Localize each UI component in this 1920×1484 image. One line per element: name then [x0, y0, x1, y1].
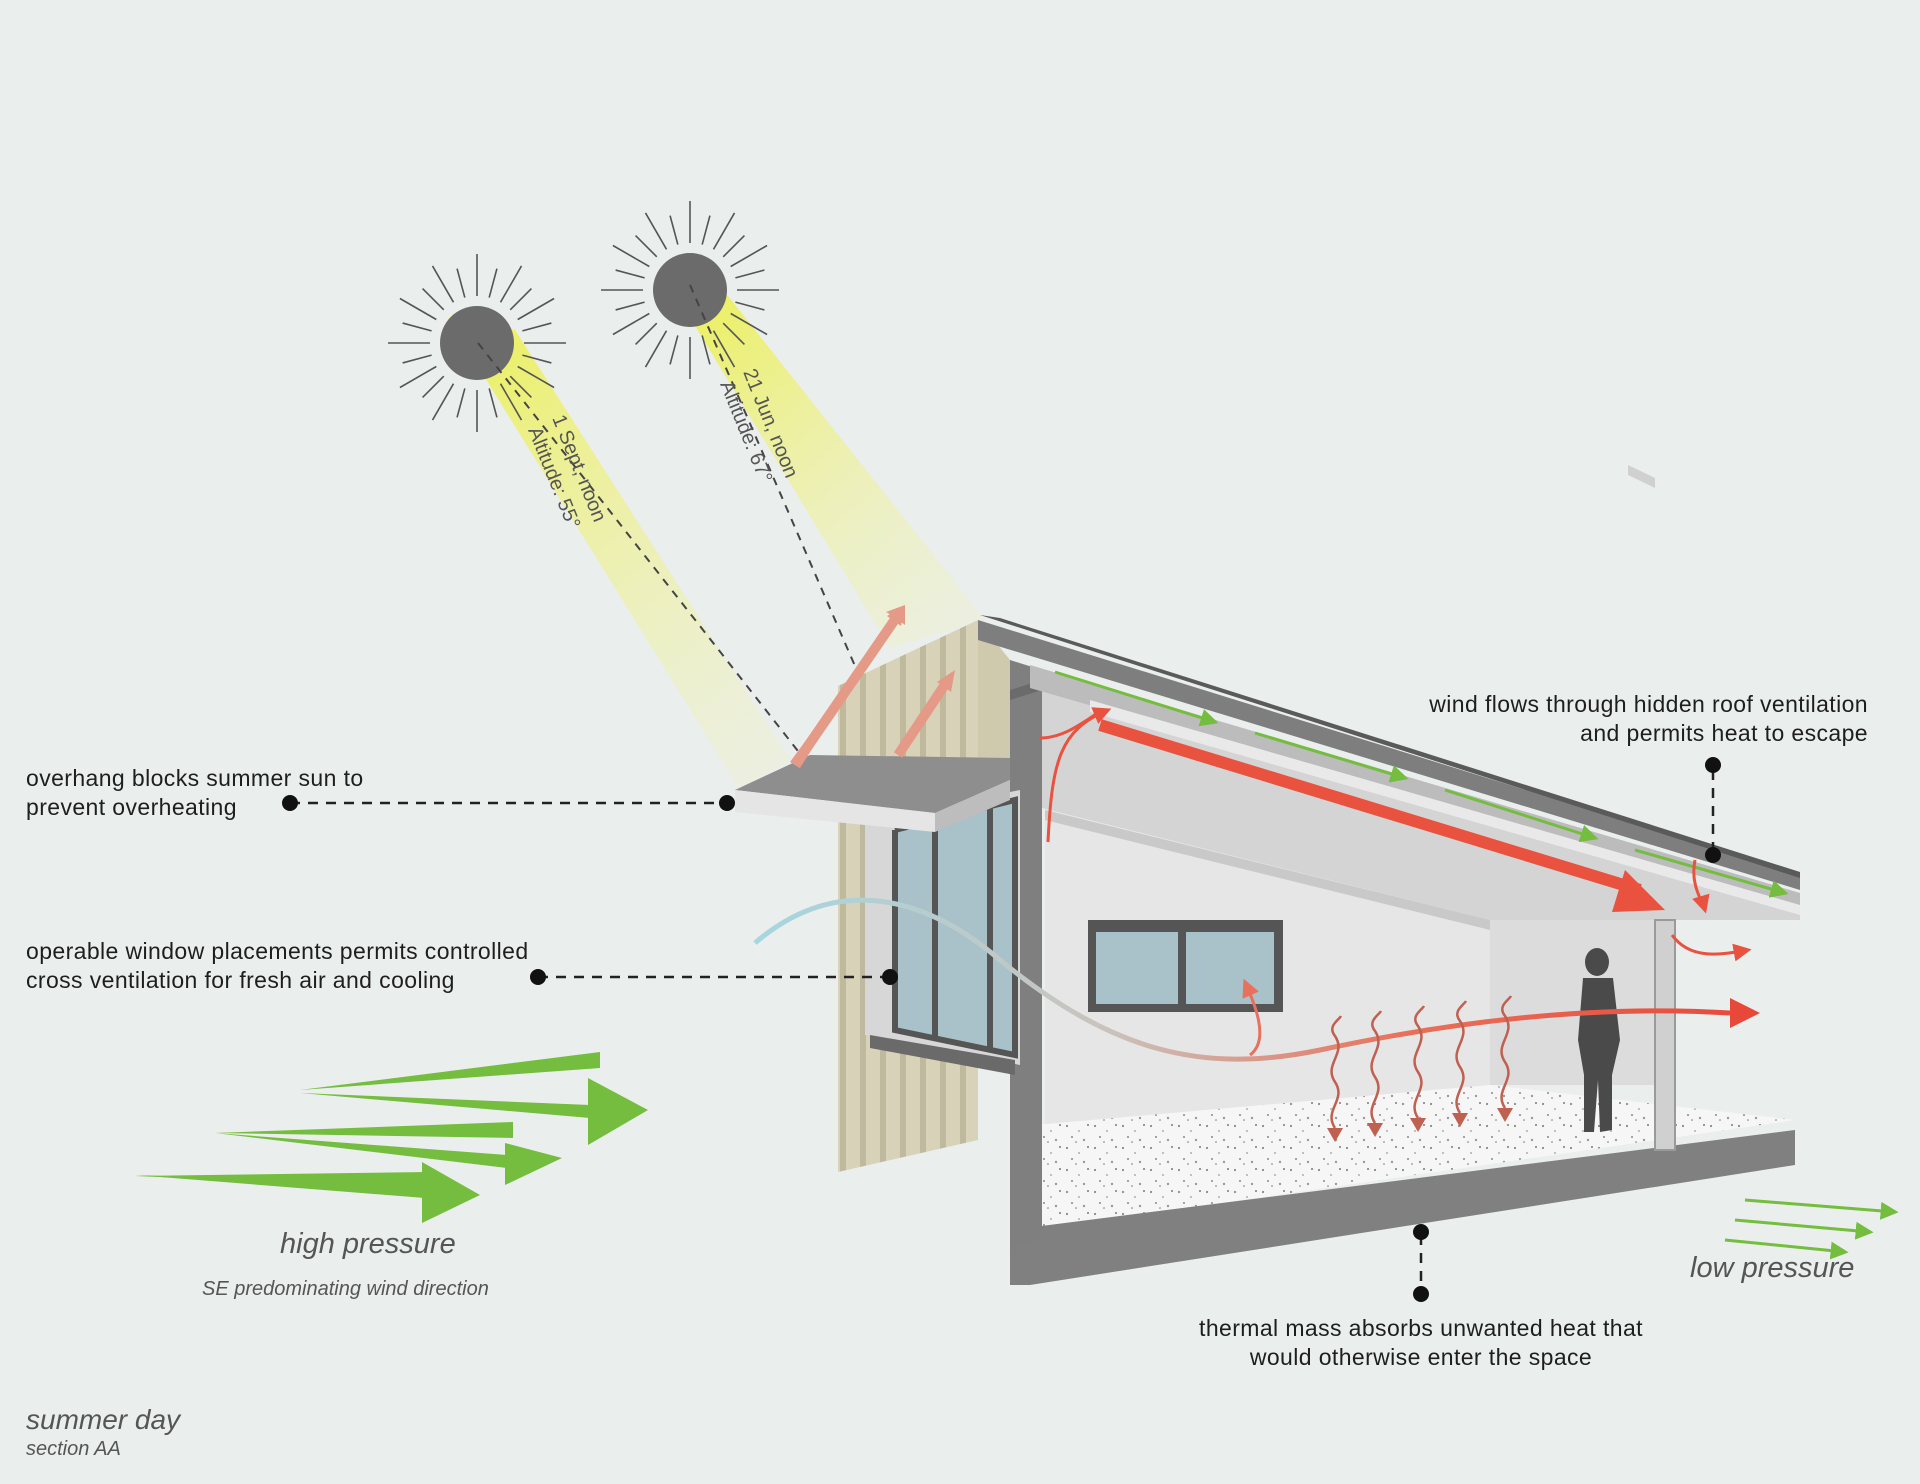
- window-annotation-line-1: operable window placements permits contr…: [26, 938, 529, 964]
- interior-window-pane-left: [1096, 932, 1178, 1004]
- overhang-annotation: overhang blocks summer sun to prevent ov…: [26, 764, 364, 822]
- overhang-front: [735, 790, 935, 832]
- interior-window-pane-right: [1186, 932, 1274, 1004]
- right-column: [1654, 919, 1676, 1151]
- window-annotation: operable window placements permits contr…: [26, 937, 529, 995]
- window-annotation-line-2: cross ventilation for fresh air and cool…: [26, 967, 455, 993]
- ceiling-heat-arrow: [1098, 719, 1642, 896]
- roof-vent-slot: [1090, 700, 1800, 915]
- parapet-cladding: [978, 620, 1010, 780]
- cross-ventilation-arrowhead: [1730, 998, 1760, 1028]
- roof-vent-arrows: [1054, 670, 1789, 898]
- window-sill: [870, 1035, 1015, 1075]
- sun-beam-june: [660, 268, 985, 648]
- ceiling-lower: [1045, 810, 1490, 930]
- overhang-top: [735, 755, 1010, 813]
- sun-june-icon: [601, 201, 779, 379]
- interior-right-wall: [1490, 920, 1660, 1085]
- wind-arrows-high-pressure: [135, 1052, 648, 1223]
- leader-dots: [282, 757, 1721, 1302]
- roof-annotation: wind flows through hidden roof ventilati…: [1429, 690, 1868, 748]
- low-pressure-label: low pressure: [1690, 1252, 1855, 1284]
- escaping-heat-arrow: [1670, 934, 1752, 962]
- thermal-annotation-line-2: would otherwise enter the space: [1249, 1344, 1593, 1370]
- wind-arrows-low-pressure: [1724, 1198, 1899, 1260]
- roof-annotation-line-2: and permits heat to escape: [1580, 720, 1868, 746]
- cross-ventilation-flow: [753, 897, 1731, 1062]
- high-pressure-label: high pressure: [280, 1228, 456, 1260]
- sun-beam-sept: [448, 318, 790, 790]
- floor-slab: [1010, 1130, 1795, 1285]
- thermal-annotation: thermal mass absorbs unwanted heat that …: [1121, 1314, 1721, 1372]
- roof-slab: [978, 620, 1800, 890]
- overhang-annotation-line-2: prevent overheating: [26, 794, 237, 820]
- caption-subtitle: section AA: [26, 1438, 121, 1460]
- caption-title: summer day: [26, 1404, 181, 1435]
- roof-top: [980, 615, 1800, 878]
- ceiling-heat-arrowhead: [1612, 870, 1665, 912]
- roof-vent-marker: [1628, 465, 1655, 488]
- overhang-edge: [935, 780, 1010, 832]
- roof-annotation-line-1: wind flows through hidden roof ventilati…: [1429, 691, 1868, 717]
- sun-ray-sept: [477, 342, 806, 761]
- upper-cladding: [838, 620, 978, 780]
- thermal-heat-waves: [1327, 995, 1513, 1142]
- roof-vent-channel: [1030, 665, 1800, 910]
- reflected-heat-arrows: [790, 605, 955, 768]
- leader-lines: [290, 770, 1715, 1292]
- wind-direction-label: SE predominating wind direction: [202, 1278, 489, 1300]
- thermal-annotation-line-1: thermal mass absorbs unwanted heat that: [1199, 1315, 1643, 1341]
- sun-sept-icon: [388, 254, 566, 432]
- person-silhouette: [1578, 948, 1620, 1132]
- overhang-annotation-line-1: overhang blocks summer sun to: [26, 765, 364, 791]
